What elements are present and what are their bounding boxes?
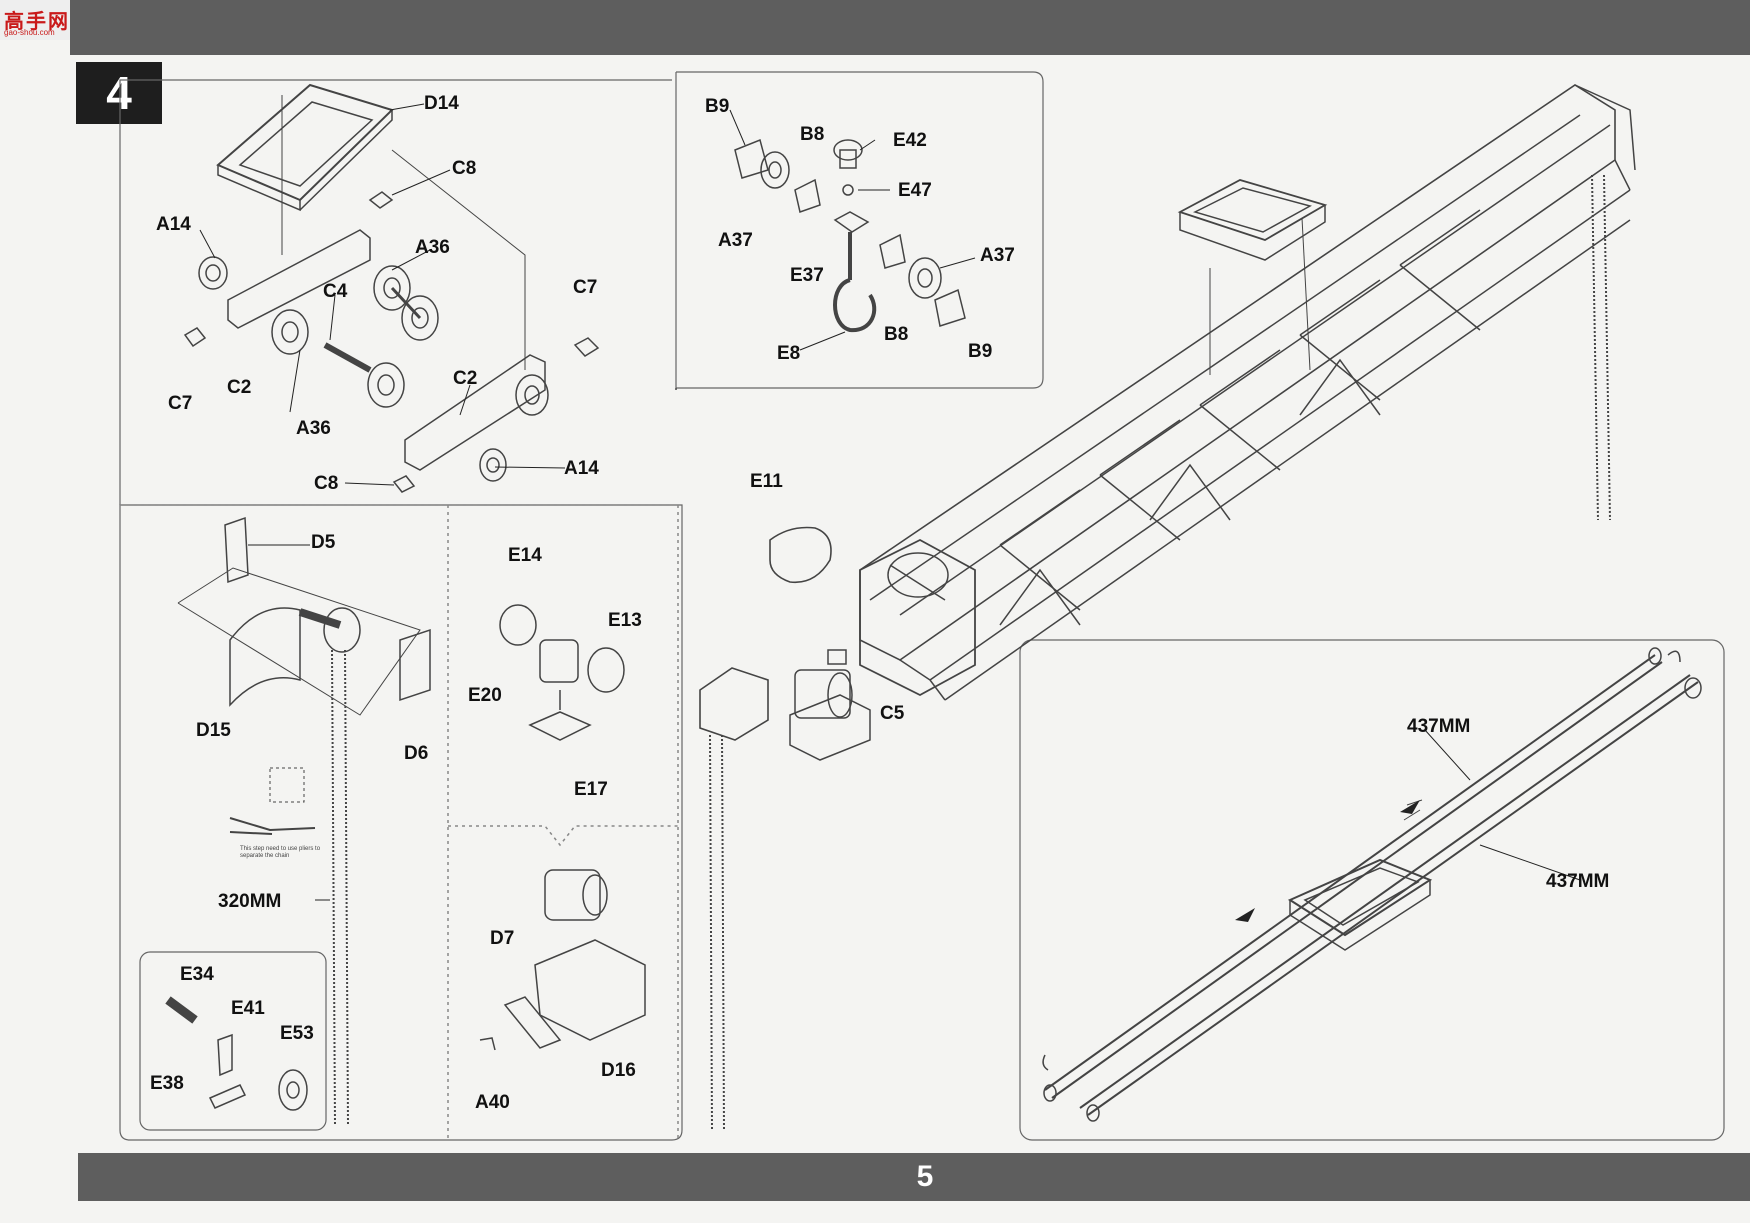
label-a14-left: A14: [156, 214, 191, 235]
label-c2-right: C2: [453, 368, 478, 389]
label-e42: E42: [893, 130, 927, 151]
part-side-frame-left: [227, 229, 371, 329]
label-c7-left: C7: [168, 393, 193, 414]
part-c8-top: [368, 191, 394, 209]
hook-panel: [675, 71, 1044, 389]
bottom-bar: [78, 1153, 1750, 1201]
label-a36-upper: A36: [415, 237, 450, 258]
label-e8: E8: [777, 343, 801, 364]
pliers-note: This step need to use pliers to separate…: [240, 846, 321, 859]
label-e20: E20: [468, 685, 502, 706]
label-e37: E37: [790, 265, 824, 286]
part-e11: [769, 526, 832, 584]
part-hoist-box: [699, 667, 769, 1131]
label-e13: E13: [608, 610, 642, 631]
part-a14-right: [479, 374, 549, 482]
part-winch-motor: [789, 649, 871, 761]
label-e11: E11: [750, 471, 783, 492]
page-number: 5: [916, 1160, 934, 1193]
label-c5: C5: [880, 703, 905, 724]
part-hook-assembly: [734, 138, 966, 333]
label-e34: E34: [180, 964, 214, 985]
label-c8-bottom: C8: [314, 473, 339, 494]
label-c2-left: C2: [227, 377, 252, 398]
label-c4: C4: [323, 281, 348, 302]
logo-url: gao-shou.com: [4, 28, 55, 37]
label-e41: E41: [231, 998, 265, 1019]
part-sprocket-group: [177, 516, 431, 1126]
label-b8-bottom: B8: [884, 324, 909, 345]
part-side-frame-right: [404, 354, 546, 471]
label-e14: E14: [508, 545, 542, 566]
part-c7-left: [183, 327, 207, 348]
part-a14-left: [198, 256, 228, 290]
label-a14-right: A14: [564, 458, 599, 479]
label-d5: D5: [311, 532, 336, 553]
logo-brand: 高手网: [4, 11, 70, 33]
step-number: 4: [76, 62, 162, 124]
label-d15: D15: [196, 720, 231, 741]
label-d6: D6: [404, 743, 429, 764]
label-a40: A40: [475, 1092, 510, 1113]
site-logo: [0, 0, 70, 40]
label-437mm-upper: 437MM: [1407, 716, 1471, 737]
part-a36-upper: [373, 265, 439, 341]
label-a37-right: A37: [980, 245, 1015, 266]
part-c8-bottom: [392, 475, 416, 493]
label-c7-right: C7: [573, 277, 598, 298]
crane-gantry: [859, 84, 1636, 701]
label-d14: D14: [424, 93, 459, 114]
part-motor-group: [499, 604, 625, 741]
chain-diagram-panel: [1019, 639, 1725, 1141]
label-320mm: 320MM: [218, 891, 282, 912]
label-d16: D16: [601, 1060, 636, 1081]
part-d14: [216, 83, 394, 212]
label-b9-bottom: B9: [968, 341, 993, 362]
part-d16-group: [479, 869, 646, 1051]
label-a37-left: A37: [718, 230, 753, 251]
label-e53: E53: [280, 1023, 314, 1044]
top-bar: [70, 0, 1750, 55]
detail-inset-panel: [139, 951, 327, 1131]
label-a36-lower: A36: [296, 418, 331, 439]
label-b8-top: B8: [800, 124, 825, 145]
part-c7-right: [573, 337, 600, 357]
label-437mm-lower: 437MM: [1546, 871, 1610, 892]
label-d7: D7: [490, 928, 515, 949]
label-e47: E47: [898, 180, 932, 201]
label-b9-top: B9: [705, 96, 730, 117]
label-e38: E38: [150, 1073, 184, 1094]
chain-track-diagram: [1042, 647, 1702, 1122]
lower-left-panel: [119, 504, 683, 1141]
label-e17: E17: [574, 779, 608, 800]
part-inset-shaft: [165, 996, 308, 1111]
part-a36-lower: [271, 309, 405, 408]
label-c8-top: C8: [452, 158, 477, 179]
